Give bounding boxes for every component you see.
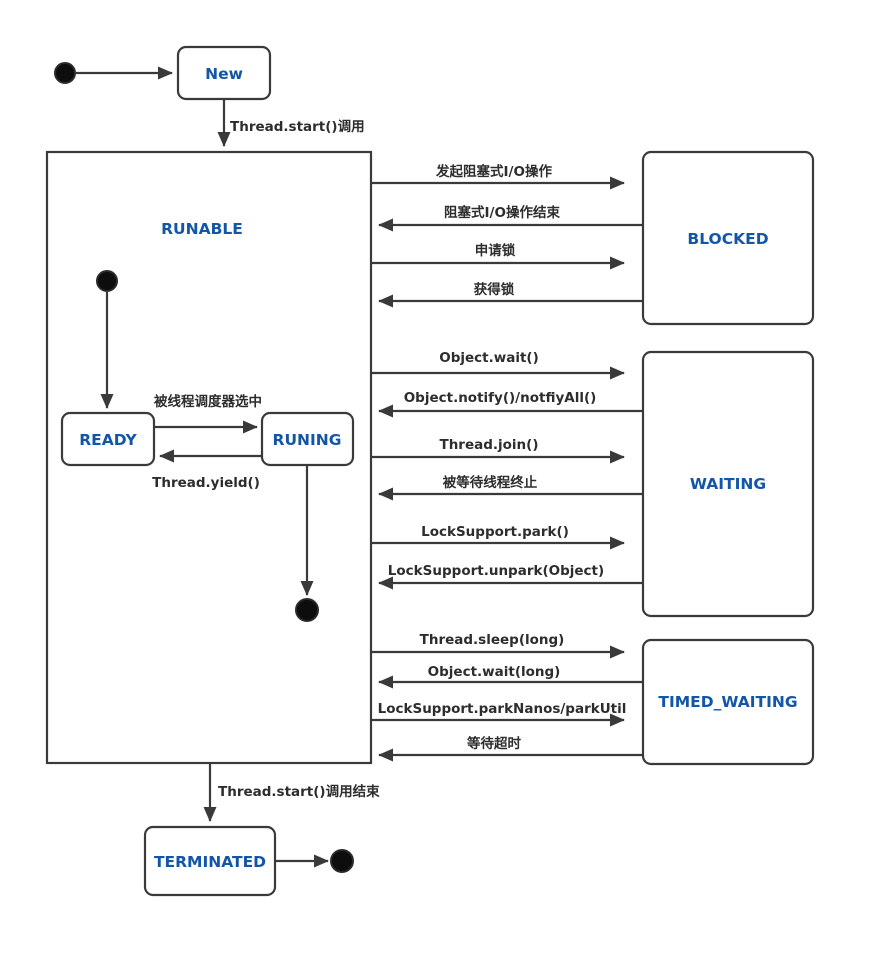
edge-label-thread-start-finished: Thread.start()调用结束 xyxy=(218,783,380,800)
state-timed-waiting-label: TIMED_WAITING xyxy=(658,693,797,711)
runable-inner-final-dot xyxy=(295,598,319,622)
state-new: New xyxy=(176,45,272,101)
edge-label-object-wait-long: Object.wait(long) xyxy=(428,664,561,680)
state-ready-box xyxy=(60,411,156,467)
edge-label-io-block-end: 阻塞式I/O操作结束 xyxy=(444,204,560,221)
state-runing: RUNING xyxy=(260,411,355,467)
state-waiting: WAITING xyxy=(641,350,815,618)
state-terminated-label: TERMINATED xyxy=(154,853,266,871)
edge-label-thread-yield: Thread.yield() xyxy=(152,475,260,491)
state-blocked: BLOCKED xyxy=(641,150,815,326)
edge-label-locksupport-unpark: LockSupport.unpark(Object) xyxy=(388,563,604,579)
edge-label-lock-acquired: 获得锁 xyxy=(474,281,515,298)
edge-label-object-wait: Object.wait() xyxy=(439,350,539,366)
state-timed-waiting-box xyxy=(641,638,815,766)
edge-label-thread-sleep: Thread.sleep(long) xyxy=(420,632,565,648)
state-new-label: New xyxy=(205,65,243,83)
edge-label-wait-timeout: 等待超时 xyxy=(467,735,521,752)
initial-state-dot xyxy=(54,62,76,84)
edge-label-thread-start: Thread.start()调用 xyxy=(230,119,365,135)
state-waiting-label: WAITING xyxy=(690,475,766,493)
edge-label-waited-thread-terminated: 被等待线程终止 xyxy=(443,474,538,491)
state-waiting-box xyxy=(641,350,815,618)
state-ready: READY xyxy=(60,411,156,467)
edge-label-locksupport-parknanos: LockSupport.parkNanos/parkUtil xyxy=(378,701,627,717)
final-state-dot xyxy=(330,849,354,873)
state-ready-label: READY xyxy=(79,431,137,449)
state-blocked-box xyxy=(641,150,815,326)
edge-label-object-notify: Object.notify()/notfiyAll() xyxy=(404,390,597,406)
state-runing-label: RUNING xyxy=(273,431,342,449)
state-blocked-label: BLOCKED xyxy=(687,230,768,248)
edge-label-locksupport-park: LockSupport.park() xyxy=(421,524,569,540)
runable-inner-initial-dot xyxy=(96,270,118,292)
edge-label-thread-join: Thread.join() xyxy=(439,437,538,453)
state-runable-label: RUNABLE xyxy=(161,220,243,238)
state-terminated: TERMINATED xyxy=(143,825,277,897)
edge-label-scheduler-selected: 被线程调度器选中 xyxy=(154,393,262,410)
edge-label-lock-request: 申请锁 xyxy=(475,242,516,259)
edge-label-io-block-start: 发起阻塞式I/O操作 xyxy=(435,163,552,180)
state-timed-waiting: TIMED_WAITING xyxy=(641,638,815,766)
